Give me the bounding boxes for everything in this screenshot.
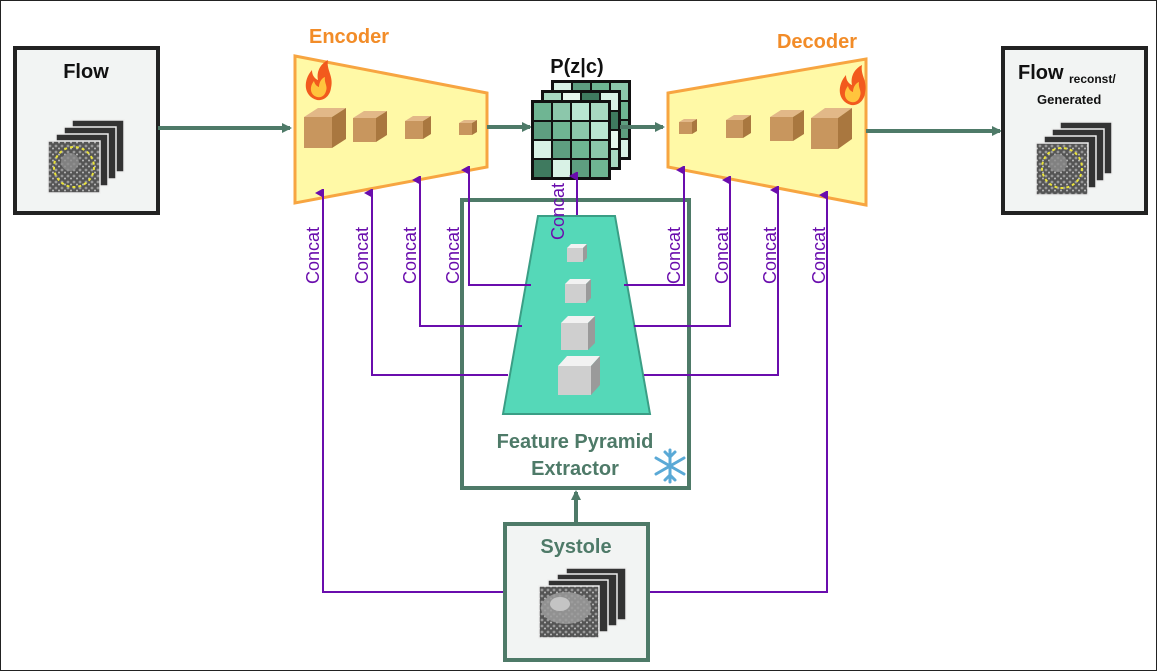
systole-box: Systole: [503, 522, 650, 662]
decoder-block: Decoder: [666, 31, 868, 207]
latent-grid-cell: [534, 103, 551, 120]
latent-grid-cell: [591, 141, 608, 158]
concat-label-enc-4: Concat: [443, 227, 463, 284]
latent-label: P(z|c): [550, 56, 603, 78]
flow-volume-stack-icon: [47, 119, 125, 194]
latent-grid-cell: [553, 141, 570, 158]
latent-grid-cell: [534, 160, 551, 177]
flow-output-title: Flow: [1018, 62, 1064, 84]
decoder-cube-2: [726, 115, 751, 138]
concat-label-dec-4: Concat: [809, 227, 829, 284]
latent-grid-cell: [591, 122, 608, 139]
flow-volume-stack-icon: [1035, 121, 1113, 196]
concat-label-dec-3: Concat: [760, 227, 780, 284]
fire-icon: [839, 65, 866, 106]
latent-grid-cell: [572, 141, 589, 158]
decoder-title: Decoder: [777, 31, 857, 53]
flow-input-title: Flow: [63, 61, 109, 83]
pyramid-cube-4: [558, 356, 600, 395]
latent-grid-cell: [553, 103, 570, 120]
flow-output-subtitle: Generated: [1037, 92, 1101, 107]
concat-label-enc-1: Concat: [303, 227, 323, 284]
latent-grid-cell: [572, 122, 589, 139]
concat-connections: [323, 170, 828, 593]
feature-pyramid-title-line1: Feature Pyramid: [497, 431, 654, 453]
flow-output-subscript: reconst/: [1069, 72, 1116, 86]
decoder-cube-1: [679, 119, 697, 134]
latent-grid-cell: [534, 122, 551, 139]
decoder-cube-4: [811, 108, 852, 149]
encoder-cube-2: [353, 111, 387, 142]
latent-grid-cell: [572, 160, 589, 177]
decoder-cube-3: [770, 110, 804, 141]
encoder-cube-1: [304, 108, 346, 148]
latent-grid-stack: P(z|c): [531, 56, 631, 180]
latent-grid-cell: [591, 160, 608, 177]
latent-grid-cell: [553, 122, 570, 139]
snowflake-icon: [654, 448, 686, 484]
pyramid-cube-2: [565, 279, 591, 303]
pyramid-cube-3: [561, 316, 595, 350]
pyramid-trapezoid: [501, 215, 652, 415]
fire-icon: [305, 60, 332, 101]
latent-grid-cell: [553, 160, 570, 177]
latent-grid-cell: [591, 103, 608, 120]
encoder-block: Encoder: [293, 26, 489, 205]
encoder-cube-4: [459, 120, 477, 135]
systole-volume-stack-icon: [538, 567, 627, 639]
flow-input-box: Flow: [13, 46, 160, 215]
concat-label-enc-3: Concat: [400, 227, 420, 284]
systole-title: Systole: [540, 536, 611, 558]
feature-pyramid-title-line2: Extractor: [531, 458, 619, 480]
feature-pyramid-box: Feature Pyramid Extractor: [460, 198, 691, 490]
latent-grid-cell: [572, 103, 589, 120]
latent-grid-cell: [534, 141, 551, 158]
encoder-title: Encoder: [309, 26, 389, 48]
flow-output-box: Flow reconst/ Generated: [1001, 46, 1148, 215]
concat-label-dec-1: Concat: [664, 227, 684, 284]
pyramid-cube-1: [567, 244, 587, 262]
concat-label-dec-2: Concat: [712, 227, 732, 284]
encoder-cube-3: [405, 116, 431, 139]
concat-label-enc-2: Concat: [352, 227, 372, 284]
concat-label-latent: Concat: [548, 183, 568, 240]
